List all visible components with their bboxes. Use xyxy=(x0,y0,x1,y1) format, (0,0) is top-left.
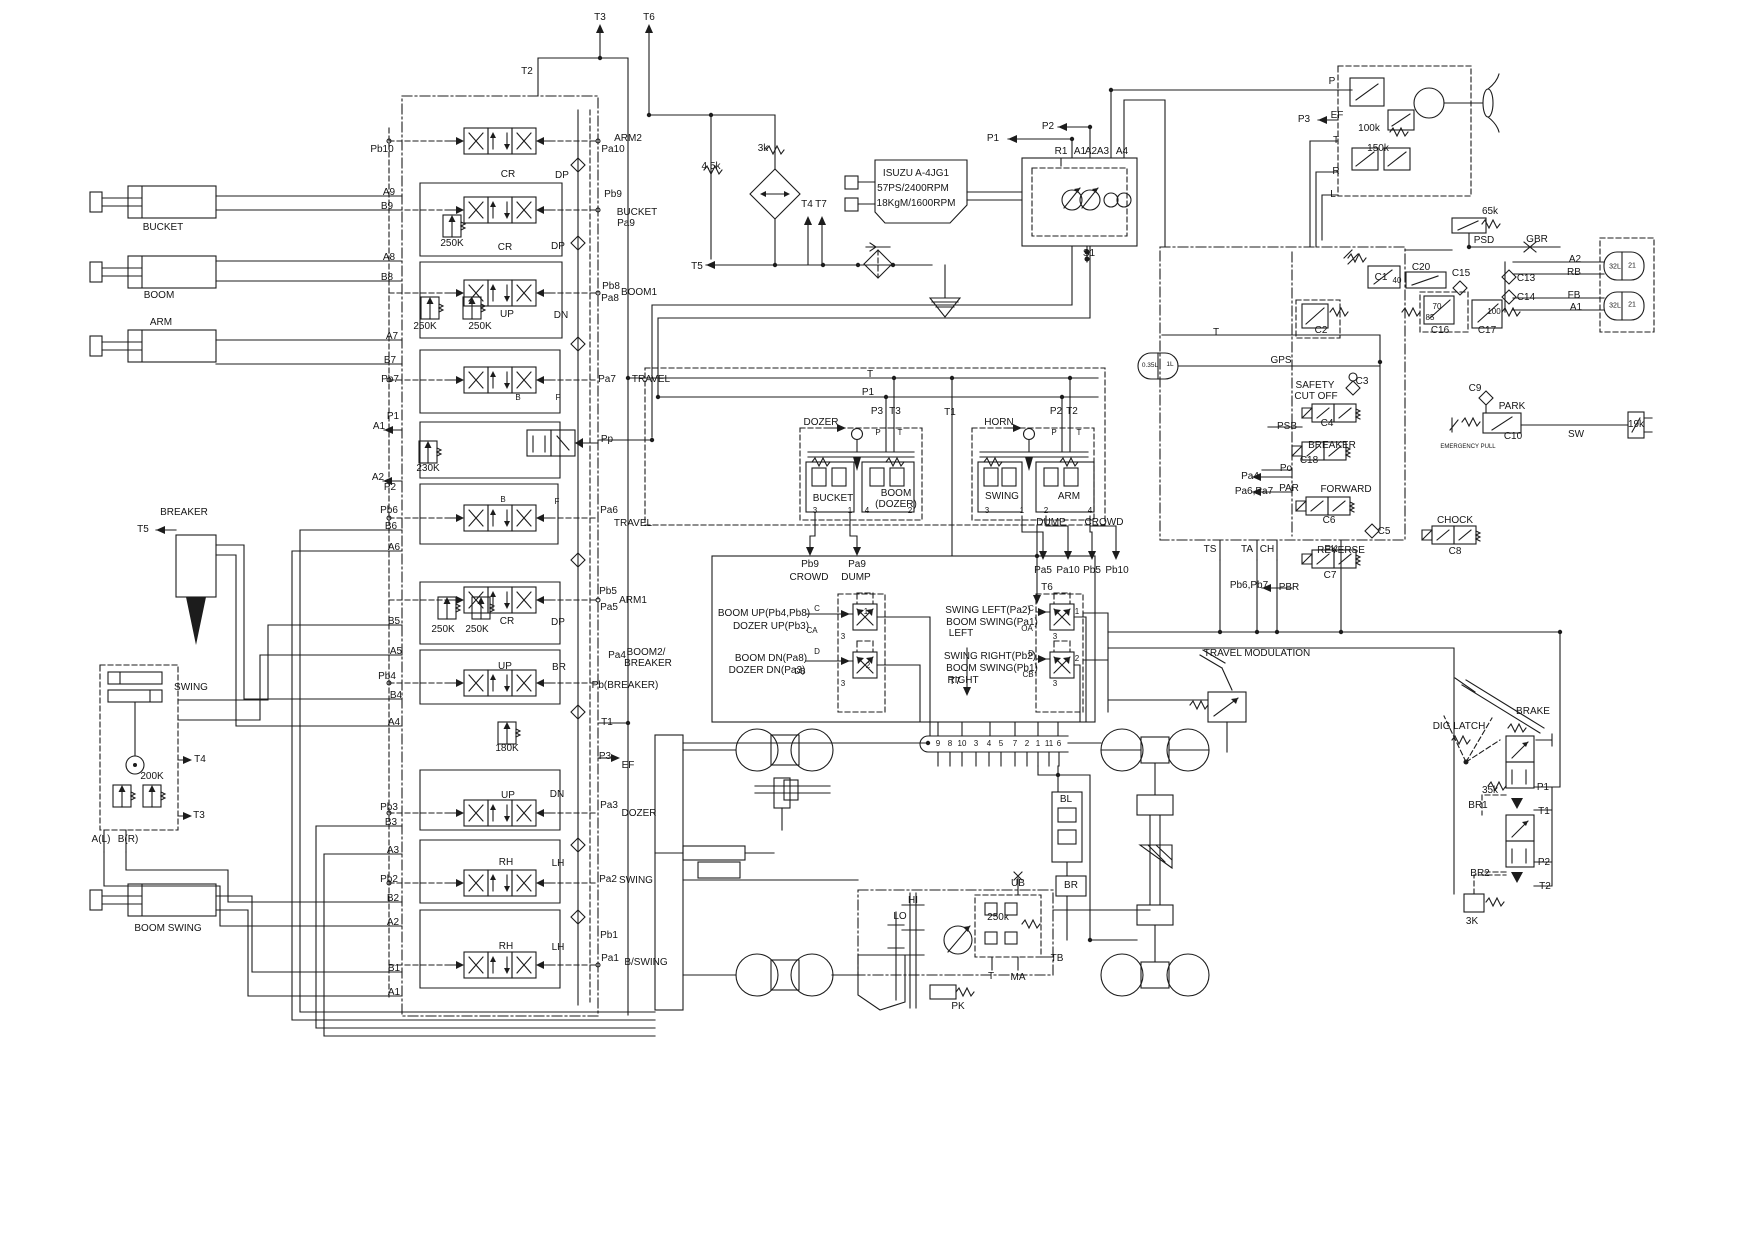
engine xyxy=(844,159,1023,224)
boom-cylinder xyxy=(89,255,217,289)
routing-lines xyxy=(103,57,1561,1037)
boom-swing-cylinder xyxy=(89,883,217,917)
rear-axle xyxy=(1100,728,1210,997)
breaker-hammer xyxy=(155,525,217,645)
cooling-fan-circuit xyxy=(1309,65,1500,248)
front-axle xyxy=(682,728,834,997)
center-manifold xyxy=(654,721,1069,1011)
dig-latch xyxy=(1443,715,1501,765)
hydraulic-tank xyxy=(928,297,962,318)
travel-modulation-valve xyxy=(1189,649,1247,753)
pilot-valve-left xyxy=(799,423,923,557)
pilot-control-manifold xyxy=(1137,217,1653,593)
main-pump xyxy=(1007,122,1138,263)
oil-cooler xyxy=(863,242,893,279)
main-control-valve xyxy=(382,95,621,1017)
brake-accumulators xyxy=(1599,237,1655,333)
brake-pedal-valve xyxy=(1454,677,1553,913)
shuttle-valve-block-left xyxy=(711,555,1096,737)
pilot-valve-right xyxy=(971,423,1121,561)
junction-dots xyxy=(597,55,1563,943)
transmission xyxy=(857,791,1087,1011)
top-ports xyxy=(595,23,654,116)
shuttle-valve-block-right xyxy=(962,524,1087,723)
bucket-cylinder xyxy=(89,185,217,219)
swing-motor xyxy=(99,664,193,853)
arm-cylinder xyxy=(89,329,217,363)
pilot-supply-lines xyxy=(627,367,1106,557)
oil-filter xyxy=(749,168,801,220)
